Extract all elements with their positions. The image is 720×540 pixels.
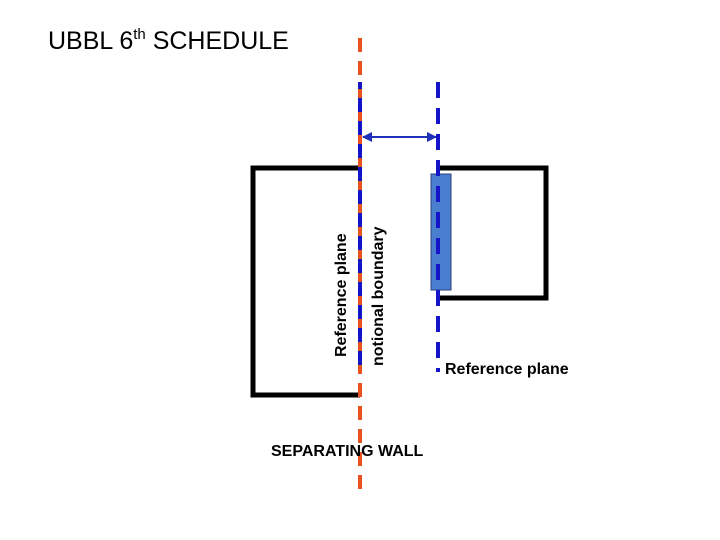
right-building-outline [438,165,549,301]
title-superscript: th [133,26,146,43]
reference-plane-left-label: Reference plane [333,233,350,357]
separating-wall-label: SEPARATING WALL [271,443,424,460]
left-building-outline [250,165,360,398]
notional-boundary-label: notional boundary [370,226,387,366]
reference-plane-right-label: Reference plane [445,361,569,378]
page-title: UBBL 6th SCHEDULE [48,26,289,56]
separating-wall-block [430,173,452,291]
title-text: UBBL 6 [48,27,134,55]
title-rest: SCHEDULE [145,27,289,55]
